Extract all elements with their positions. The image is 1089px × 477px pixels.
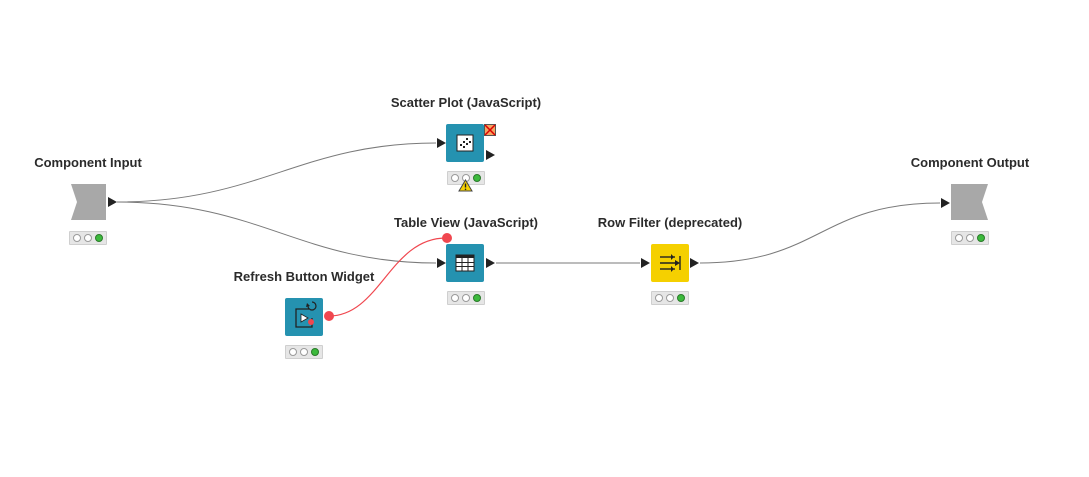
table-view-label: Table View (JavaScript)	[393, 215, 539, 230]
status-light	[289, 348, 297, 356]
scatter-plot-icon	[456, 134, 474, 152]
status-light	[451, 294, 459, 302]
flow-variable-connection[interactable]	[328, 237, 447, 317]
warning-icon	[458, 179, 473, 192]
status-light	[462, 294, 470, 302]
refresh-flow-variable-port[interactable]	[324, 311, 334, 321]
row-filter-status	[651, 291, 689, 305]
refresh-button-node[interactable]	[285, 298, 323, 336]
row-filter-node[interactable]	[651, 244, 689, 282]
rowfilter-input-port[interactable]	[641, 258, 650, 268]
input-output-port[interactable]	[108, 197, 117, 207]
scatter-output-port[interactable]	[486, 150, 495, 160]
output-input-port[interactable]	[941, 198, 950, 208]
row-filter-icon	[660, 254, 681, 272]
table-input-port[interactable]	[437, 258, 446, 268]
component-input-node[interactable]	[68, 183, 108, 223]
connection-input-to-scatter[interactable]	[116, 142, 437, 203]
scatter-input-port[interactable]	[437, 138, 446, 148]
refresh-widget-icon	[295, 301, 317, 328]
connection-input-to-table[interactable]	[116, 201, 437, 264]
refresh-button-label: Refresh Button Widget	[233, 269, 375, 284]
status-light	[84, 234, 92, 242]
table-flow-variable-port[interactable]	[442, 233, 452, 243]
connection-rowfilter-to-output[interactable]	[699, 202, 941, 264]
component-output-label: Component Output	[910, 155, 1030, 170]
table-icon	[455, 254, 475, 272]
status-light	[666, 294, 674, 302]
table-view-node[interactable]	[446, 244, 484, 282]
status-light	[473, 294, 481, 302]
status-light	[977, 234, 985, 242]
rowfilter-output-port[interactable]	[690, 258, 699, 268]
component-output-node[interactable]	[950, 183, 990, 223]
status-light	[311, 348, 319, 356]
status-light	[677, 294, 685, 302]
scatter-plot-label: Scatter Plot (JavaScript)	[390, 95, 542, 110]
status-light	[655, 294, 663, 302]
refresh-button-status	[285, 345, 323, 359]
component-input-label: Component Input	[34, 155, 142, 170]
table-output-port[interactable]	[486, 258, 495, 268]
status-light	[300, 348, 308, 356]
table-view-status	[447, 291, 485, 305]
status-light	[473, 174, 481, 182]
scatter-plot-node[interactable]	[446, 124, 484, 162]
status-light	[95, 234, 103, 242]
row-filter-label: Row Filter (deprecated)	[597, 215, 743, 230]
status-light	[966, 234, 974, 242]
inactive-port-icon	[484, 124, 496, 136]
status-light	[73, 234, 81, 242]
component-output-status	[951, 231, 989, 245]
component-input-status	[69, 231, 107, 245]
status-light	[955, 234, 963, 242]
status-light	[451, 174, 459, 182]
